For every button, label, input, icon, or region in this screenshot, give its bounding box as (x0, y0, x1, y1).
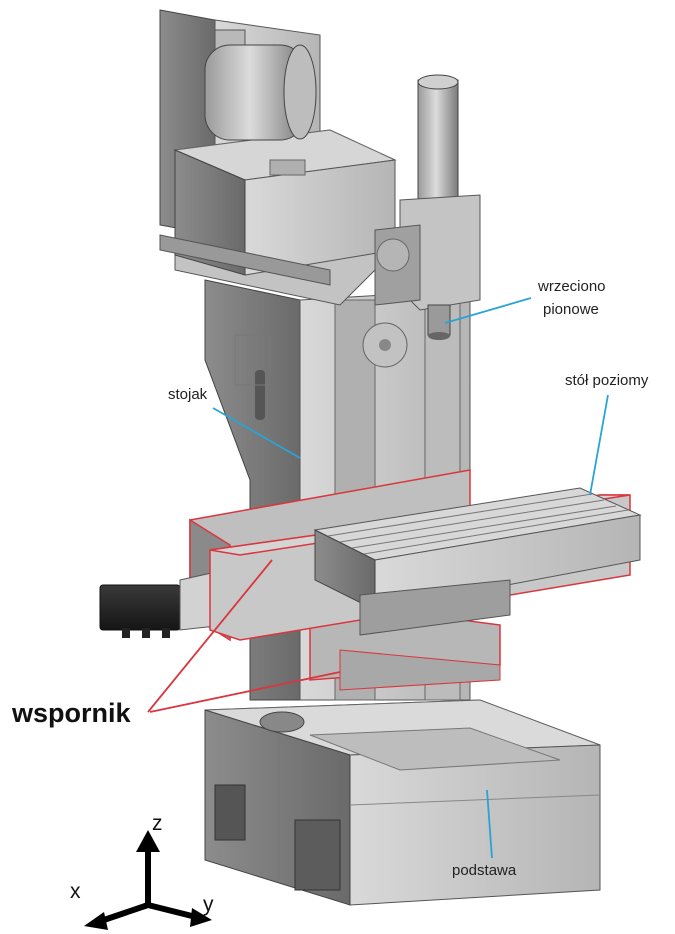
label-spindle-line2: pionowe (543, 301, 599, 318)
axis-label-y: y (203, 893, 214, 916)
leader-spindle (444, 297, 532, 324)
label-table: stół poziomy (565, 372, 649, 389)
leader-base (486, 789, 493, 859)
machine-head (159, 29, 397, 306)
machine-base (204, 699, 601, 906)
horizontal-table (209, 487, 642, 641)
feed-motor (99, 569, 226, 638)
leader-bracket-1 (147, 559, 273, 713)
leader-lines (147, 297, 609, 859)
axis-label-x: x (70, 880, 81, 903)
leader-bracket-2 (149, 671, 341, 713)
axis-label-z: z (152, 812, 163, 835)
label-base: podstawa (452, 862, 517, 879)
vertical-spindle (374, 74, 481, 340)
leader-table (589, 394, 609, 496)
label-bracket: wspornik (12, 698, 131, 728)
label-spindle-line1: wrzeciono (538, 278, 606, 295)
leader-column (212, 407, 301, 459)
coordinate-axes (84, 830, 212, 930)
top-motor (204, 29, 317, 141)
label-column: stojak (168, 386, 208, 403)
